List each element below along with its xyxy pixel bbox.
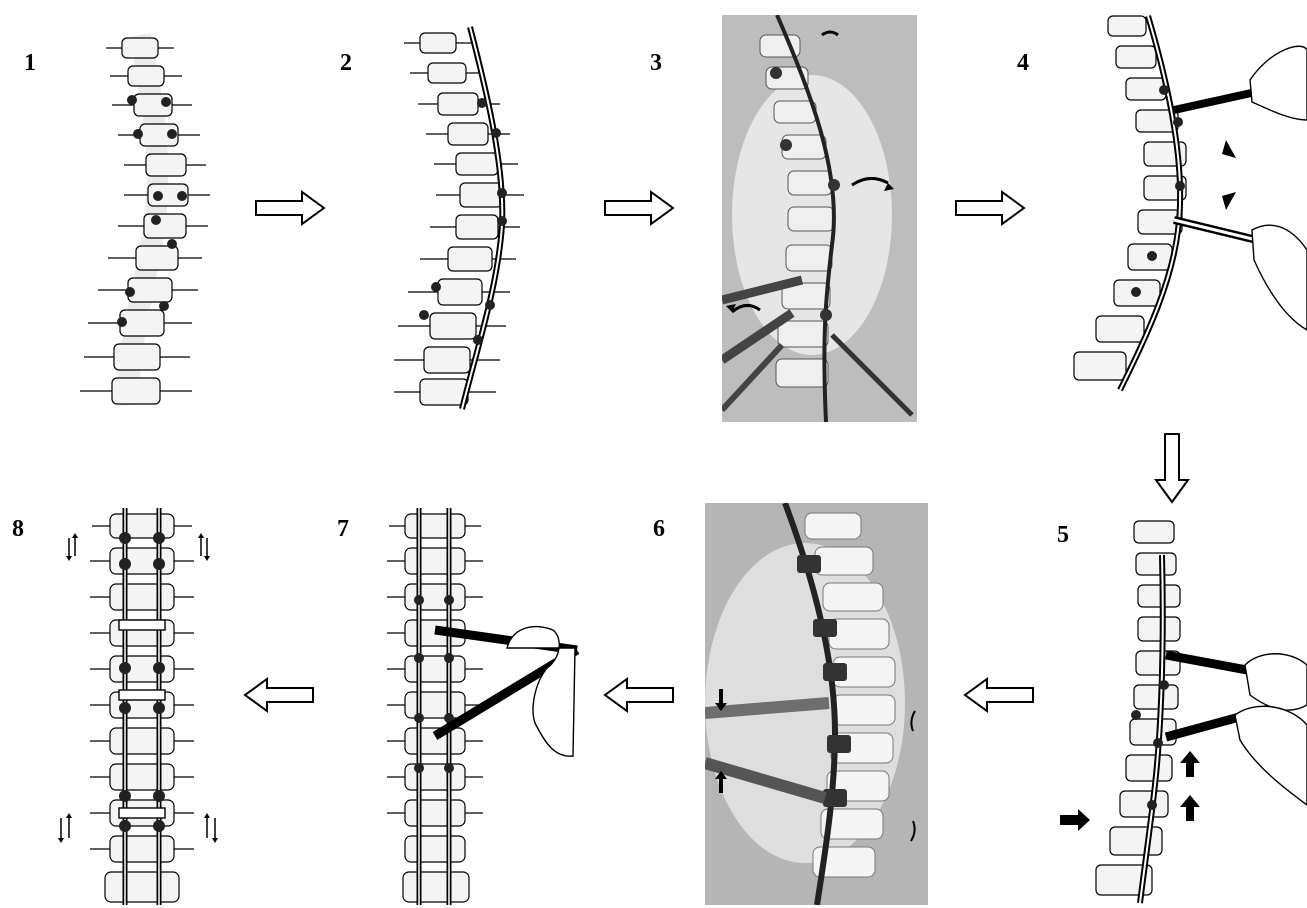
flow-arrow-7-to-8 <box>243 677 315 713</box>
spine-drawing-7 <box>385 508 585 905</box>
flow-arrow-1-to-2 <box>254 190 326 226</box>
step-label-2: 2 <box>340 50 352 77</box>
step-1-spine-illustration <box>70 30 230 410</box>
step-label-3: 3 <box>650 50 662 77</box>
step-4-derotation-illustration <box>1040 10 1307 395</box>
step-3-rod-rotation-photo <box>722 15 917 422</box>
step-2-spine-with-rod-illustration <box>390 25 550 410</box>
step-label-1: 1 <box>24 50 36 77</box>
step-label-4: 4 <box>1017 50 1029 77</box>
step-8-final-construct-illustration <box>55 508 230 905</box>
flow-arrow-3-to-4 <box>954 190 1026 226</box>
step-7-rod-approximation-illustration <box>385 508 585 905</box>
segmental-correction-photo-drawing <box>705 503 928 905</box>
step-label-7: 7 <box>337 516 349 543</box>
flow-arrow-6-to-7 <box>603 677 675 713</box>
flow-arrow-4-to-5 <box>1154 432 1190 504</box>
rod-rotation-photo-drawing <box>722 15 917 422</box>
spine-drawing-8 <box>55 508 230 905</box>
step-5-compression-illustration <box>1040 515 1307 905</box>
flow-arrow-5-to-6 <box>963 677 1035 713</box>
step-6-segmental-correction-photo <box>705 503 928 905</box>
spine-drawing-4 <box>1040 10 1307 395</box>
spine-drawing-2 <box>390 25 550 410</box>
step-label-8: 8 <box>12 516 24 543</box>
flow-arrow-2-to-3 <box>603 190 675 226</box>
spine-drawing-1 <box>70 30 230 410</box>
step-label-6: 6 <box>653 516 665 543</box>
spine-drawing-5 <box>1040 515 1307 905</box>
